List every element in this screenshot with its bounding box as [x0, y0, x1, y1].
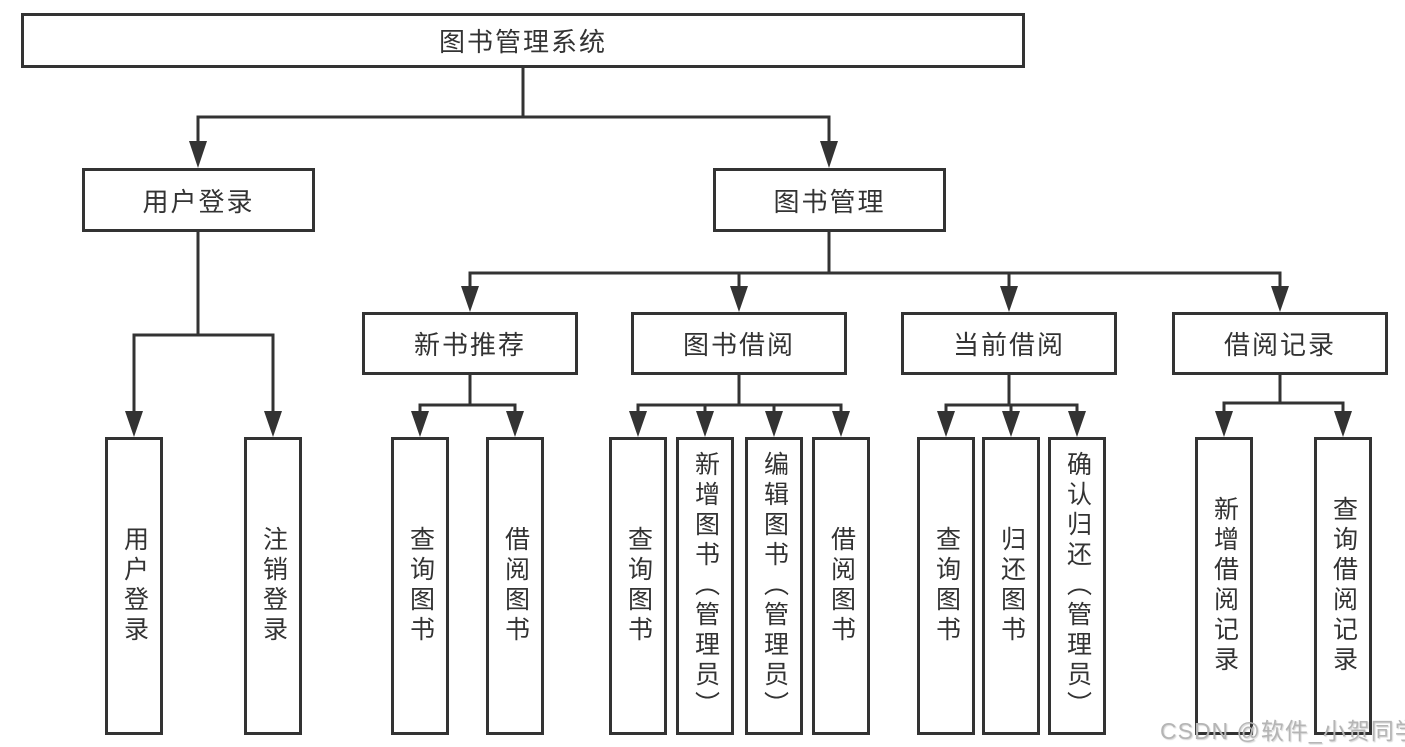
leaf-add-borrow-record-label: 新增借阅记录 [1210, 496, 1239, 676]
leaf-query-books-2-label: 查询图书 [624, 526, 653, 646]
node-root-label: 图书管理系统 [438, 27, 607, 57]
node-root: 图书管理系统 [21, 13, 1025, 68]
leaf-query-books-1-label: 查询图书 [406, 526, 435, 646]
node-book-borrow-label: 图书借阅 [682, 330, 795, 360]
leaf-return-books: 归还图书 [982, 437, 1040, 735]
arrow-down-icon [125, 141, 1352, 437]
leaf-user-login: 用户登录 [105, 437, 163, 735]
leaf-edit-books-admin-label: 编辑图书（管理员） [760, 451, 789, 721]
leaf-borrow-books-2-label: 借阅图书 [827, 526, 856, 646]
leaf-query-borrow-record-label: 查询借阅记录 [1329, 496, 1358, 676]
node-user-login-label: 用户登录 [142, 186, 255, 217]
node-new-book-recommend: 新书推荐 [362, 312, 578, 375]
leaf-add-books-admin-label: 新增图书（管理员） [691, 451, 720, 721]
watermark: CSDN @软件_小贺同学 [1160, 718, 1405, 744]
leaf-add-borrow-record: 新增借阅记录 [1195, 437, 1253, 735]
node-current-borrow-label: 当前借阅 [952, 330, 1065, 360]
leaf-confirm-return-admin: 确认归还（管理员） [1048, 437, 1106, 735]
node-borrow-records: 借阅记录 [1172, 312, 1388, 375]
node-book-management: 图书管理 [713, 168, 946, 232]
leaf-query-books-2: 查询图书 [609, 437, 667, 735]
leaf-return-books-label: 归还图书 [997, 526, 1026, 646]
node-book-borrow: 图书借阅 [631, 312, 847, 375]
leaf-query-borrow-record: 查询借阅记录 [1314, 437, 1372, 735]
leaf-user-login-label: 用户登录 [120, 526, 149, 646]
leaf-query-books-3-label: 查询图书 [932, 526, 961, 646]
node-new-book-recommend-label: 新书推荐 [413, 330, 526, 360]
leaf-logout-label: 注销登录 [259, 526, 288, 646]
node-borrow-records-label: 借阅记录 [1223, 330, 1336, 360]
tree-connector-paths [132, 68, 1345, 412]
leaf-query-books-1: 查询图书 [391, 437, 449, 735]
leaf-borrow-books-2: 借阅图书 [812, 437, 870, 735]
node-current-borrow: 当前借阅 [901, 312, 1117, 375]
leaf-borrow-books-1: 借阅图书 [486, 437, 544, 735]
node-user-login: 用户登录 [82, 168, 315, 232]
leaf-add-books-admin: 新增图书（管理员） [676, 437, 734, 735]
leaf-confirm-return-admin-label: 确认归还（管理员） [1063, 451, 1092, 721]
node-book-management-label: 图书管理 [773, 186, 886, 217]
leaf-edit-books-admin: 编辑图书（管理员） [745, 437, 803, 735]
leaf-query-books-3: 查询图书 [917, 437, 975, 735]
leaf-logout: 注销登录 [244, 437, 302, 735]
leaf-borrow-books-1-label: 借阅图书 [501, 526, 530, 646]
